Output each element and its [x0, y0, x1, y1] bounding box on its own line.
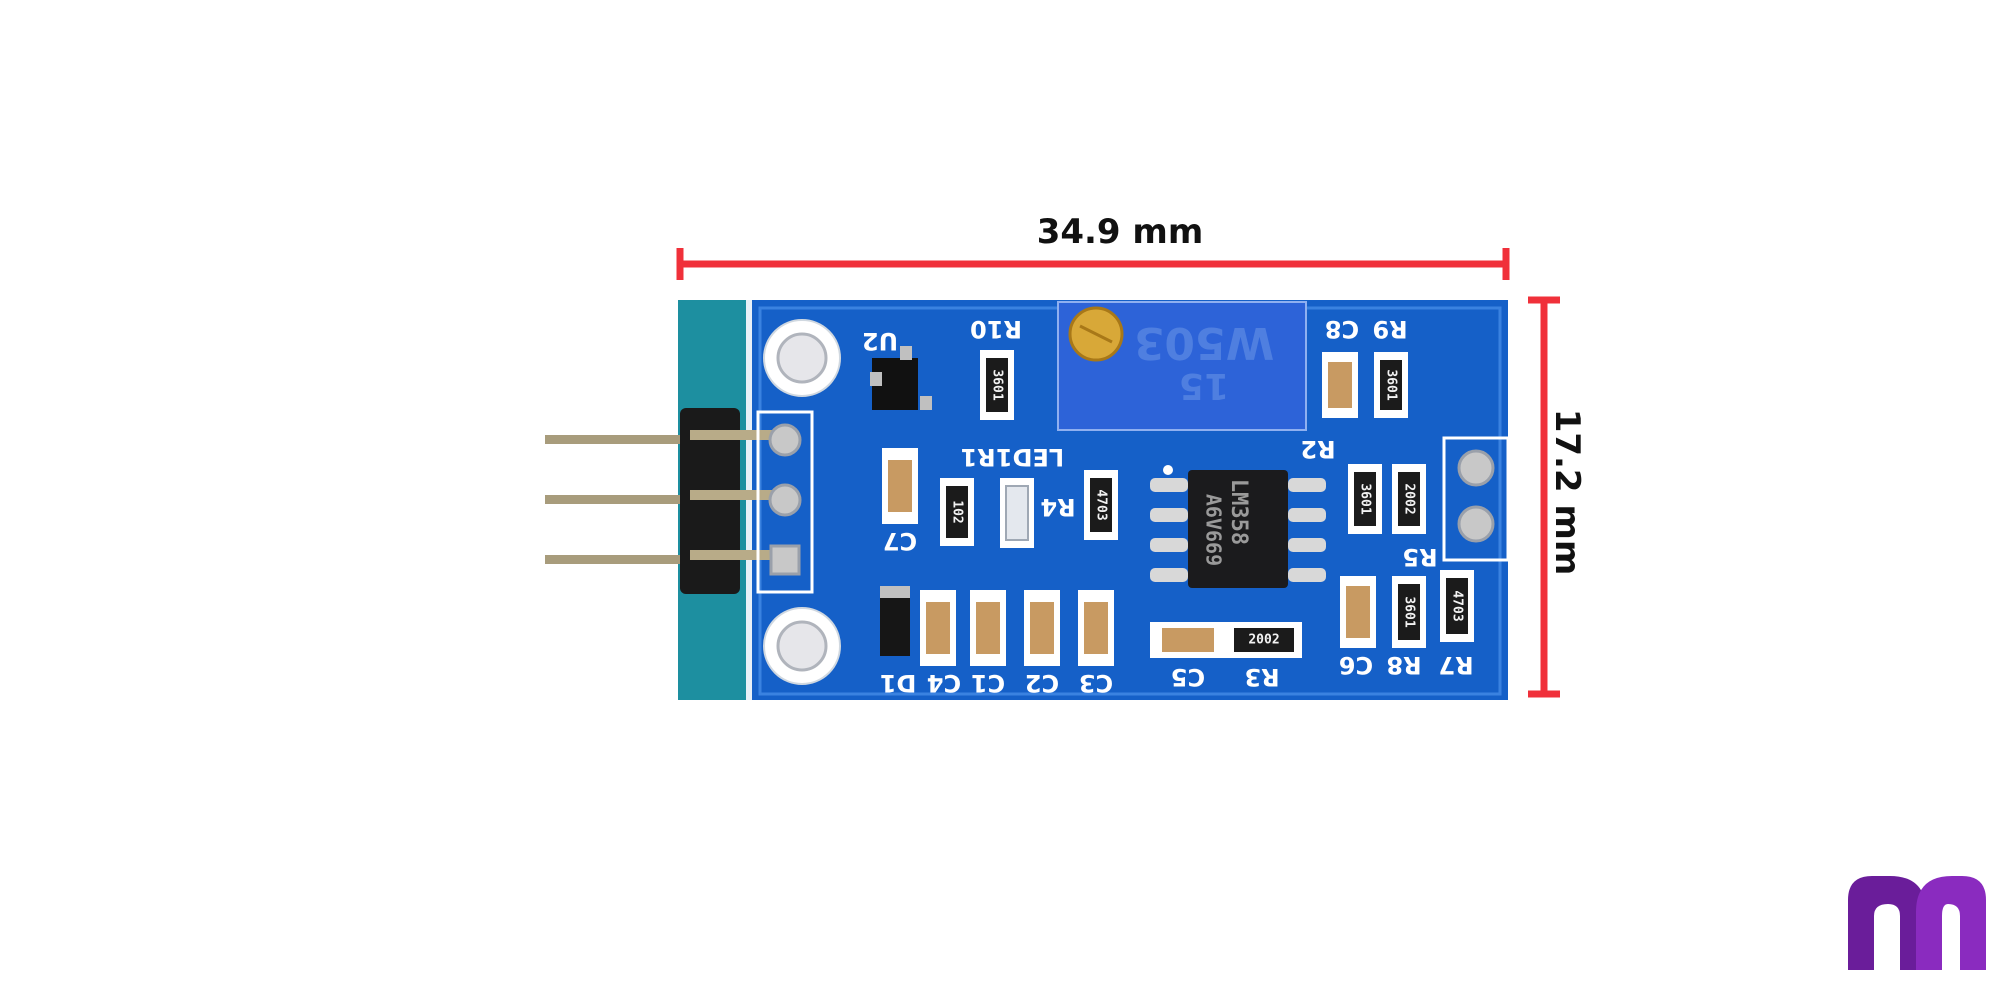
- width-dimension-line: [676, 248, 1510, 280]
- silkscreen-label-c5: C5: [1171, 663, 1205, 691]
- silkscreen-label-r8: R8: [1386, 651, 1421, 679]
- silkscreen-label-c4: C4: [927, 669, 961, 697]
- pin-header: [545, 408, 814, 594]
- silkscreen-label-r9: R9: [1372, 315, 1407, 343]
- potentiometer-marking-code: 15: [1179, 365, 1229, 406]
- silkscreen-label-r3: R3: [1244, 663, 1279, 691]
- silkscreen-label-c8: C8: [1325, 315, 1359, 343]
- silkscreen-label-c6: C6: [1339, 651, 1373, 679]
- silkscreen-label-c7: C7: [883, 527, 917, 555]
- silkscreen-label-r7: R7: [1438, 651, 1473, 679]
- silkscreen-label-u2: U2: [862, 327, 898, 355]
- resistors: [940, 350, 1474, 658]
- resistor-code-r9: 3601: [1384, 369, 1399, 400]
- silkscreen-label-r10: R10: [970, 315, 1022, 343]
- mounting-hole-top: [763, 319, 841, 397]
- width-dimension-label: 34.9 mm: [1036, 212, 1204, 252]
- resistor-code-r10: 3601: [990, 369, 1005, 400]
- potentiometer-marking-model: W503: [1134, 317, 1274, 368]
- led1: [1000, 478, 1034, 548]
- mounting-hole-bottom: [763, 607, 841, 685]
- silkscreen-label-d1: D1: [880, 669, 917, 697]
- ic-marking-lot: A6V669: [1202, 494, 1226, 566]
- resistor-code-r8: 3601: [1402, 596, 1417, 627]
- silkscreen-label-c1: C1: [971, 669, 1005, 697]
- height-dimension-line: [1528, 296, 1560, 698]
- silkscreen-label-r4: R4: [1040, 493, 1075, 521]
- m-brand-logo-icon: [1848, 876, 1986, 970]
- d1-diode: [880, 586, 910, 656]
- sensor-pads: [1442, 436, 1510, 562]
- potentiometer: [1057, 301, 1307, 431]
- resistor-code-r5-right: 2002: [1402, 483, 1417, 514]
- u2-transistor: [870, 346, 932, 410]
- silkscreen-label-r2: R2: [1300, 435, 1335, 463]
- silkscreen-label-c3: C3: [1079, 669, 1113, 697]
- resistor-code-r4: 4703: [1094, 489, 1109, 520]
- resistor-code-r3: 2002: [1248, 633, 1279, 648]
- capacitors: [882, 352, 1376, 666]
- resistor-code-r7: 4703: [1450, 590, 1465, 621]
- resistor-code-r1: 102: [950, 500, 965, 523]
- height-dimension-label: 17.2 mm: [1547, 408, 1587, 576]
- resistor-code-r5-left: 3601: [1358, 483, 1373, 514]
- lm358-ic: [1150, 465, 1326, 588]
- ic-marking-part: LM358: [1226, 479, 1251, 545]
- silkscreen-label-r1: R1: [960, 443, 995, 471]
- silkscreen-label-r5: R5: [1402, 543, 1437, 571]
- silkscreen-label-led1: LED1: [996, 443, 1064, 471]
- silkscreen-label-c2: C2: [1025, 669, 1059, 697]
